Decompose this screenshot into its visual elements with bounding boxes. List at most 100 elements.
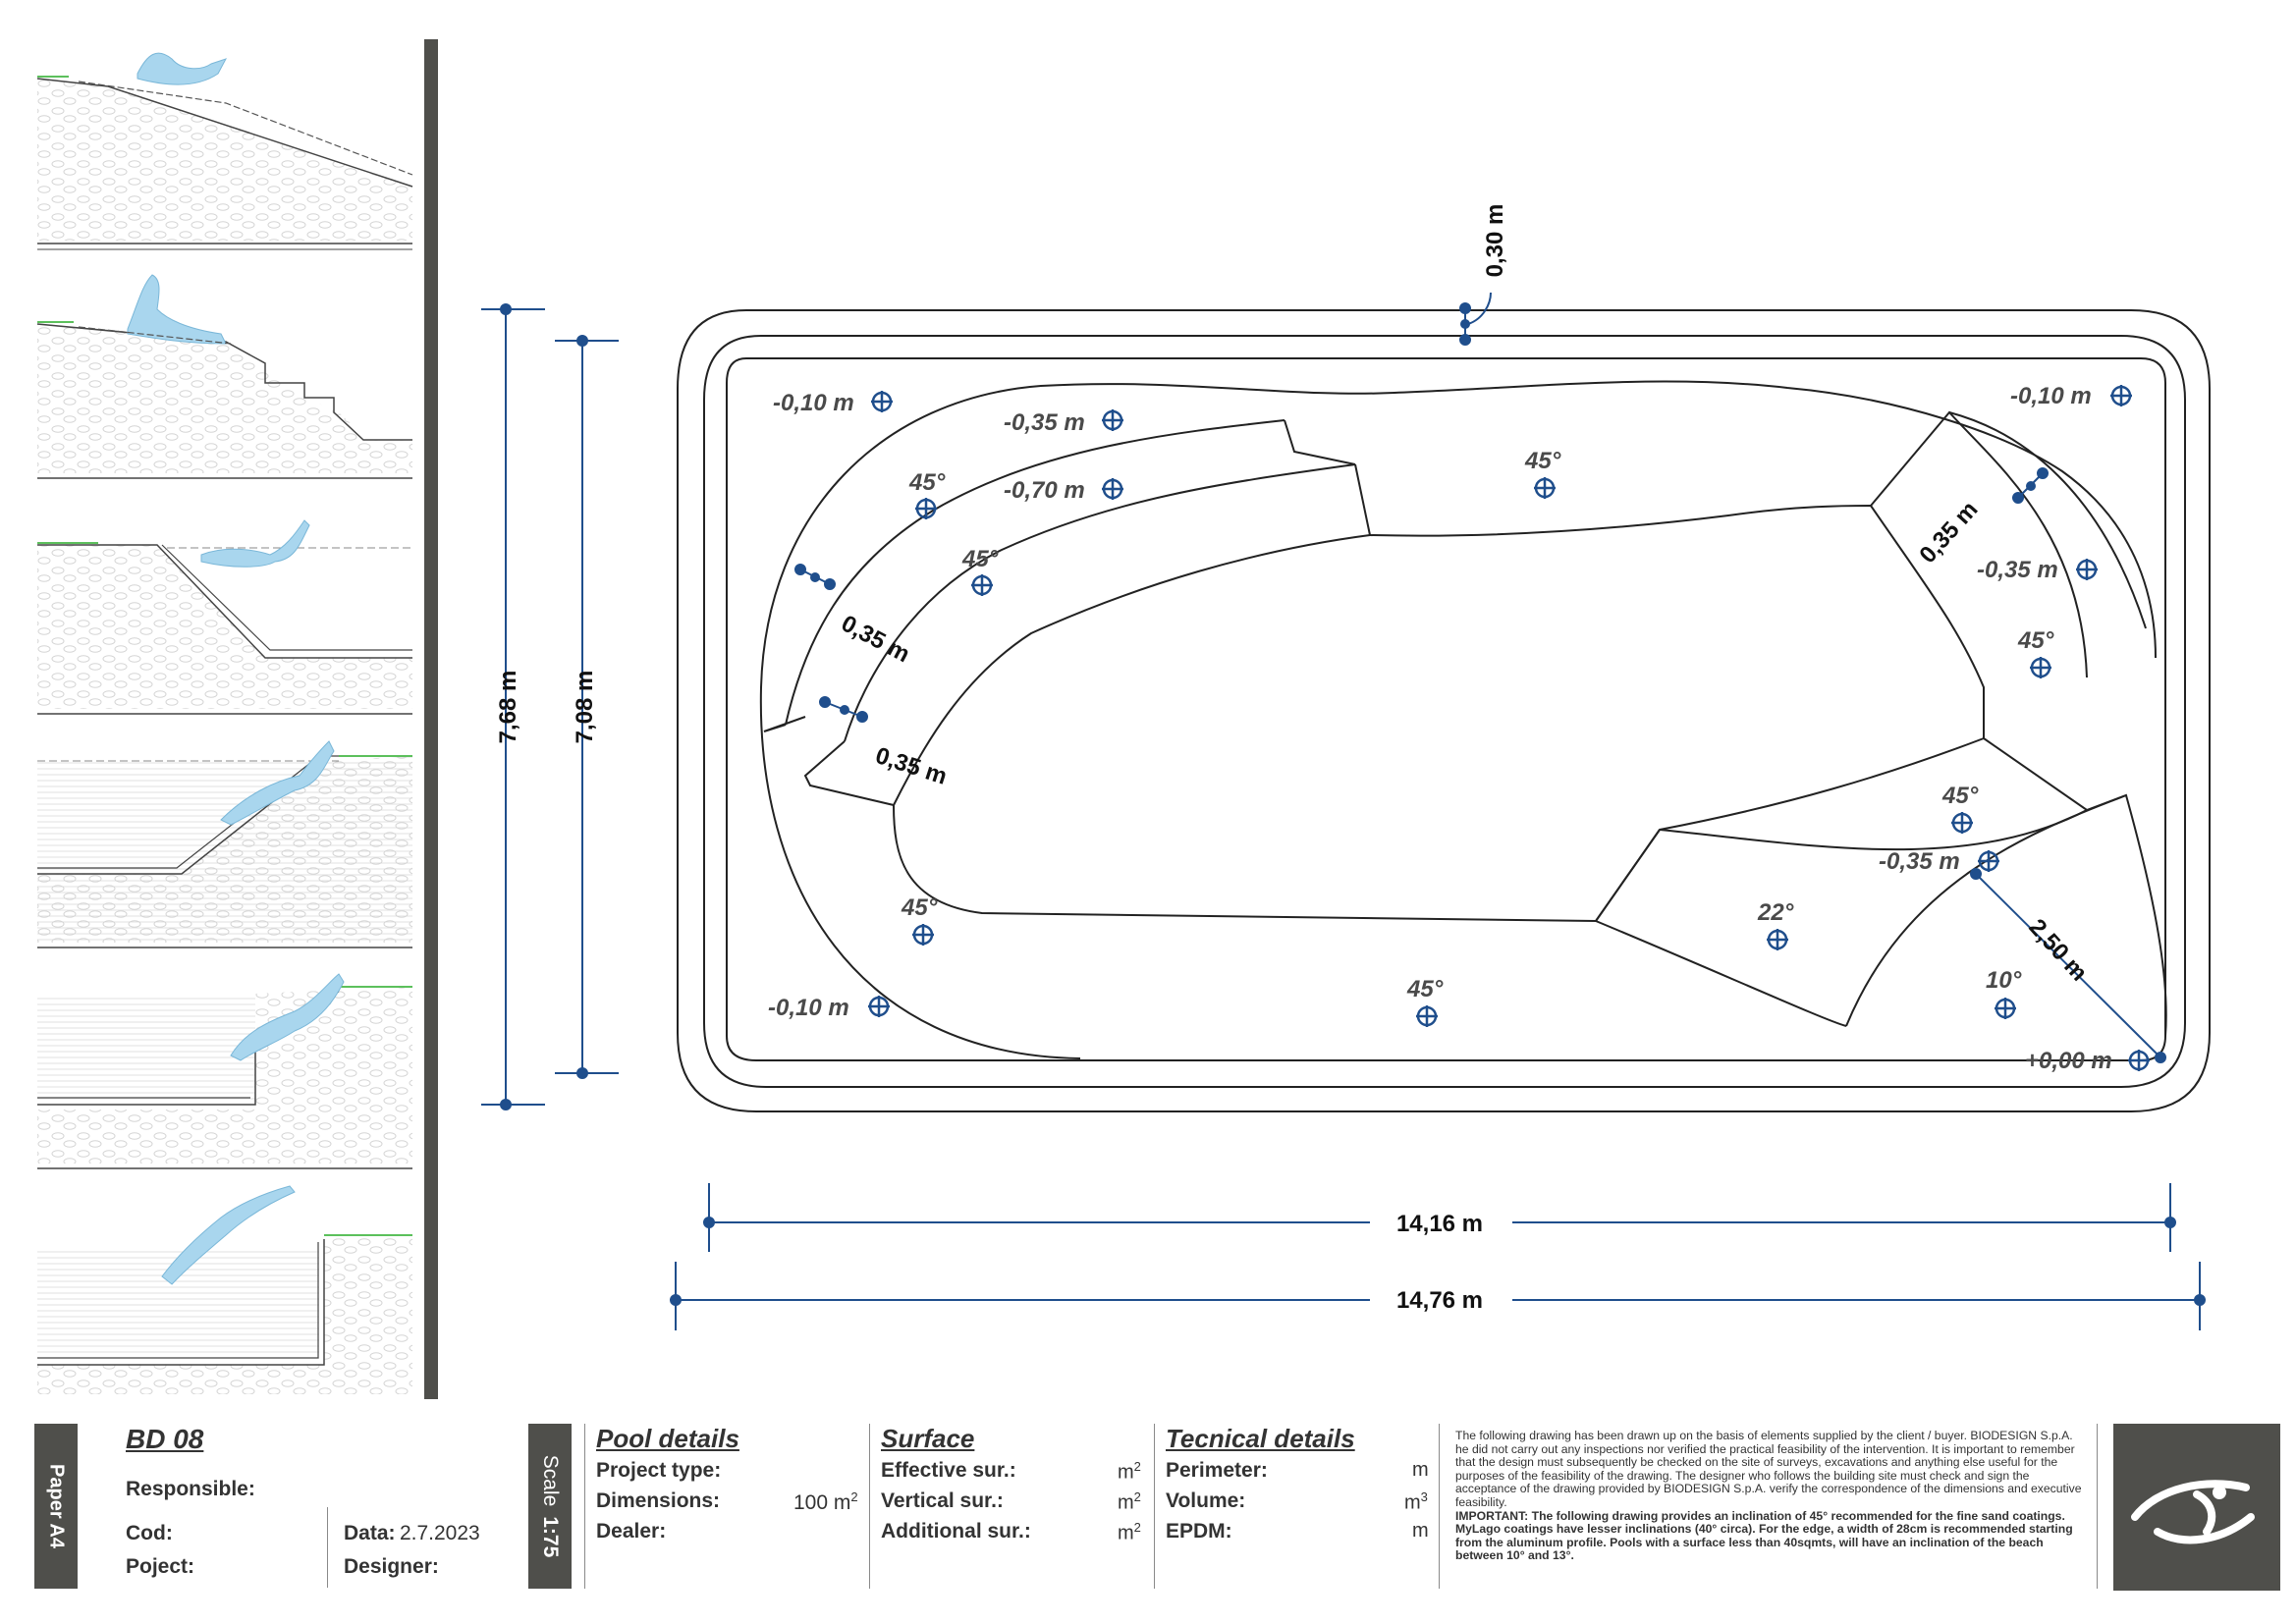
divider	[584, 1424, 585, 1589]
surface-title: Surface	[881, 1424, 975, 1453]
perimeter-label: Perimeter:	[1166, 1459, 1268, 1482]
dimensions-sup: 2	[850, 1489, 858, 1504]
drawing-code: BD 08	[126, 1424, 204, 1454]
unit-sup: 3	[1420, 1489, 1428, 1504]
unit-sup: 2	[1133, 1520, 1141, 1535]
pool-details-title: Pool details	[596, 1424, 739, 1453]
project-type-label: Project type:	[596, 1459, 722, 1482]
surface-unit: m2	[1118, 1520, 1141, 1545]
angle-label: 10°	[1986, 967, 2022, 994]
dim-step-left-lower: 0,35 m	[872, 742, 950, 790]
section-panel-shore	[37, 740, 412, 948]
section-panel-vertical-step	[37, 973, 412, 1169]
surface-unit: m2	[1118, 1489, 1141, 1515]
unit-text: m	[1118, 1461, 1134, 1484]
pool-outline-outer	[677, 309, 2211, 1112]
angle-label: 45°	[961, 546, 999, 572]
unit-text: m	[1404, 1491, 1421, 1514]
unit-text: m	[1118, 1522, 1134, 1544]
section-panel-steps	[36, 274, 412, 479]
scale-text: Scale 1:75	[538, 1455, 562, 1558]
angle-label: 45°	[1406, 976, 1444, 1002]
surface-unit: m2	[1118, 1459, 1141, 1485]
dimensions-value: 100 m2	[793, 1489, 858, 1515]
section-panel-slope-swim	[37, 519, 412, 715]
diver-figure	[161, 1185, 296, 1285]
step-edge-2	[844, 463, 1356, 742]
project-label: Poject:	[126, 1555, 195, 1578]
divider	[1154, 1424, 1155, 1589]
dim-width-inner: 14,16 m	[1396, 1211, 1483, 1237]
panel-divider-bar	[424, 39, 438, 1399]
dim-top-edge: 0,30 m	[1482, 204, 1508, 278]
logo-icon	[2131, 1480, 2255, 1544]
dimensions-value-text: 100 m	[793, 1491, 851, 1514]
volume-unit: m3	[1404, 1489, 1428, 1515]
effective-surface-label: Effective sur.:	[881, 1459, 1016, 1482]
dim-beach-length: 2,50 m	[2024, 914, 2093, 987]
section-panel-beach	[36, 39, 414, 250]
divider	[1439, 1424, 1440, 1589]
pool-outline-coping	[703, 335, 2186, 1088]
divider	[869, 1424, 870, 1589]
swimmer-figure	[200, 519, 310, 568]
volume-label: Volume:	[1166, 1489, 1246, 1512]
company-logo	[2113, 1424, 2280, 1591]
level-beach-step: -0,35 m	[1879, 848, 1960, 875]
scale-value: 1:75	[539, 1516, 562, 1558]
cod-label: Cod:	[126, 1522, 173, 1544]
angle-label: 45°	[2017, 627, 2054, 654]
marker	[871, 391, 893, 412]
date-row: Data: 2.7.2023	[344, 1522, 480, 1545]
date-value: 2.7.2023	[399, 1522, 480, 1544]
level-top-left: -0,10 m	[773, 390, 854, 416]
swimmer-figure	[220, 740, 335, 826]
step-edge-1	[785, 419, 1285, 726]
disclaimer: The following drawing has been drawn up …	[1455, 1429, 2084, 1563]
level-beach-edge: +0,00 m	[2025, 1048, 2112, 1074]
bather-figure	[127, 274, 227, 345]
shelf-edge	[759, 380, 2157, 1059]
paper-size-tab: Paper A4	[34, 1424, 78, 1589]
divider	[2097, 1424, 2098, 1589]
responsible-label: Responsible:	[126, 1478, 255, 1500]
dimensions-label: Dimensions:	[596, 1489, 721, 1512]
beach-edge	[1594, 829, 1847, 1027]
disclaimer-text: The following drawing has been drawn up …	[1455, 1429, 2082, 1509]
dim-step-right-top: 0,35 m	[1914, 496, 1983, 568]
epdm-label: EPDM:	[1166, 1520, 1232, 1543]
pool-plan: 7,68 m 7,08 m 14,16 m 14,76 m 0,30 m 0,3…	[481, 204, 2211, 1330]
deep-area-outline	[893, 504, 1985, 923]
scale-tab: Scale 1:75	[528, 1424, 572, 1589]
level-top-right: -0,10 m	[2010, 383, 2092, 409]
additional-surface-label: Additional sur.:	[881, 1520, 1031, 1543]
angle-label: 45°	[901, 894, 938, 921]
pool-outline-inner	[726, 357, 2166, 1061]
angle-label: 45°	[908, 469, 946, 496]
level-steps-mid: -0,70 m	[1004, 477, 1085, 504]
unit-text: m	[1118, 1491, 1134, 1514]
dealer-label: Dealer:	[596, 1520, 667, 1543]
dim-step-left-upper: 0,35 m	[837, 610, 914, 668]
swimmer-figure	[137, 52, 228, 85]
vertical-surface-label: Vertical sur.:	[881, 1489, 1004, 1512]
level-bottom-left: -0,10 m	[768, 995, 849, 1021]
dim-height-outer: 7,68 m	[495, 671, 521, 744]
epdm-unit: m	[1412, 1520, 1429, 1542]
designer-label: Designer:	[344, 1555, 439, 1578]
scale-label: Scale	[539, 1454, 562, 1507]
divider	[327, 1507, 328, 1588]
level-right-mid: -0,35 m	[1977, 557, 2058, 583]
paper-size-label: Paper A4	[45, 1464, 68, 1548]
angle-label: 45°	[1941, 783, 1979, 809]
dim-width-outer: 14,76 m	[1396, 1287, 1483, 1314]
angle-label: 45°	[1524, 448, 1561, 474]
angle-label: 22°	[1757, 899, 1794, 926]
section-panel-diving	[37, 1185, 412, 1394]
unit-sup: 2	[1133, 1489, 1141, 1504]
swimmer-figure	[230, 973, 345, 1061]
disclaimer-important: IMPORTANT: The following drawing provide…	[1455, 1508, 2073, 1563]
step-edge-3	[893, 534, 1371, 806]
level-steps-top: -0,35 m	[1004, 409, 1085, 436]
technical-title: Tecnical details	[1166, 1424, 1355, 1453]
